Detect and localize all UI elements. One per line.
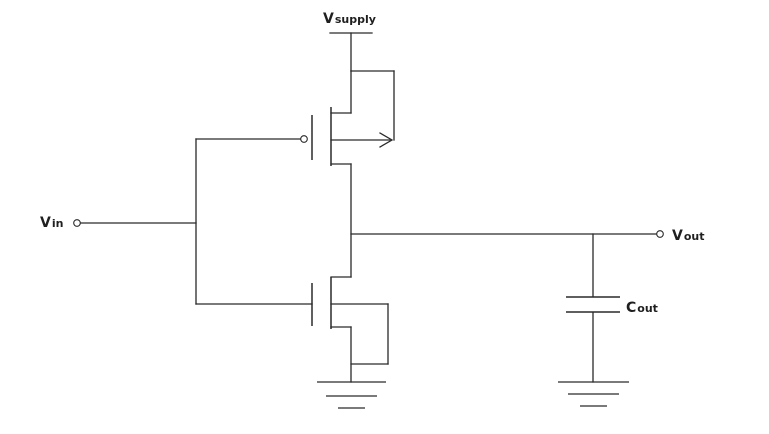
cout-label: Cout — [626, 300, 658, 316]
ground-symbol-capacitor — [558, 381, 629, 407]
output-node — [350, 163, 664, 278]
vsupply-label: Vsupply — [323, 11, 376, 27]
vout-label: Vout — [672, 228, 705, 244]
pmos-gate-bubble — [300, 135, 308, 143]
ground-symbol-nmos — [317, 381, 386, 409]
input-network — [73, 138, 313, 305]
vin-label: Vin — [40, 215, 63, 231]
supply-rail — [329, 32, 373, 72]
output-capacitor — [566, 233, 620, 383]
vin-terminal — [73, 219, 81, 227]
nmos-transistor — [311, 276, 389, 383]
pmos-transistor — [300, 70, 395, 166]
vout-terminal — [656, 230, 664, 238]
